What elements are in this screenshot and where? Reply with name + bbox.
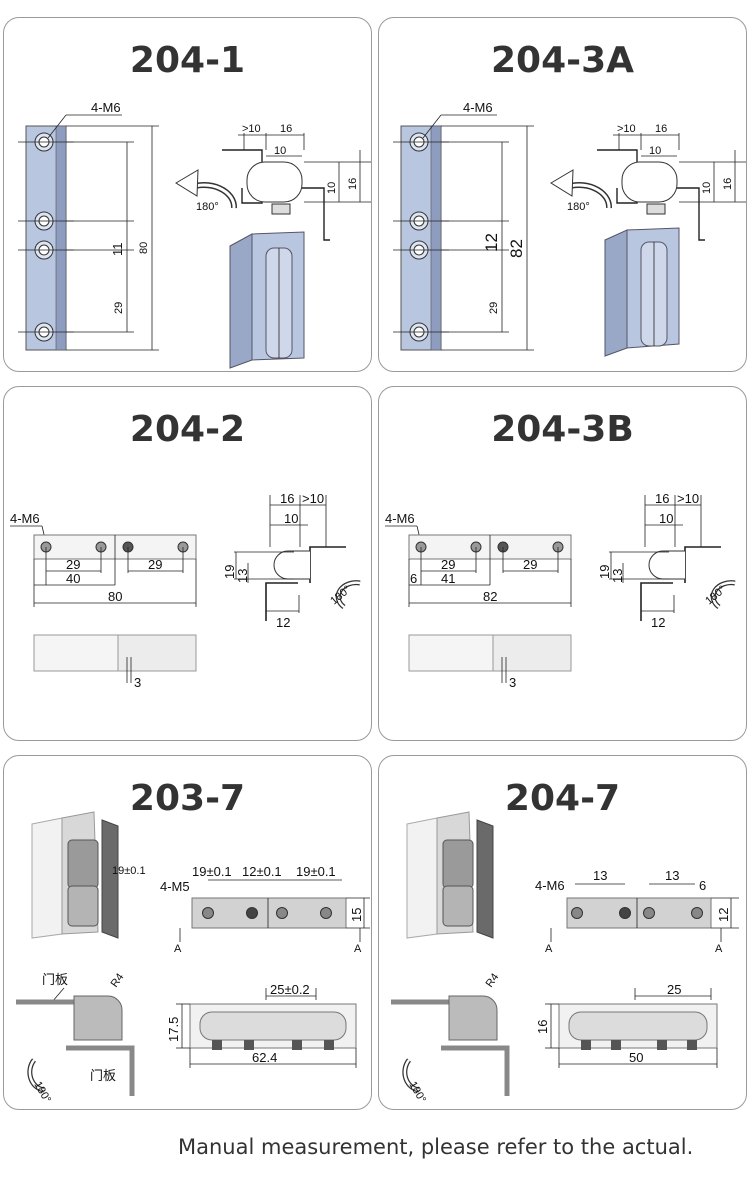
diagram-203-7: 19±0.1 19±0.1 12±0.1 19±0.1 4-M5 15 A A …: [16, 811, 370, 1106]
label-s2: 10: [284, 511, 298, 526]
label-hole: 4-M6: [385, 511, 415, 526]
label-hole: 4-M6: [463, 100, 493, 115]
label-gt10: >10: [677, 491, 699, 506]
label-door2: 门板: [90, 1068, 116, 1083]
label-s4: 13: [235, 569, 250, 583]
label-sec-b: A: [715, 943, 723, 955]
label-c: 10: [274, 145, 286, 157]
diagram-204-1: 4-M6 11 29 80 >10 16 10 10 16 180°: [18, 100, 371, 369]
label-t1: 13: [593, 868, 607, 883]
label-d: 16: [347, 178, 359, 190]
label-e: 10: [701, 182, 713, 194]
label-g: 82: [507, 239, 526, 258]
diagram-204-2: 4-M6 29 29 40 80 3 16 >10 10 19 13: [10, 491, 361, 690]
label-h: 12: [716, 908, 731, 922]
card-203-7: 203-7 19±0.1 19±0.1 12±0.1 19±0.1 4-M5 1…: [3, 755, 372, 1110]
label-p1: 29: [66, 557, 80, 572]
label-s6: 3: [134, 675, 141, 690]
card-title: 204-7: [504, 778, 621, 819]
card-title: 203-7: [129, 778, 246, 819]
label-p1: 29: [441, 557, 455, 572]
label-off: 6: [410, 571, 417, 586]
label-w: 25±0.2: [270, 982, 310, 997]
label-len: 62.4: [252, 1050, 277, 1065]
label-hole: 4-M6: [10, 511, 40, 526]
label-h: 29: [113, 302, 125, 314]
label-w: 25: [667, 982, 681, 997]
label-s1: 16: [655, 491, 669, 506]
label-angle: 180°: [196, 201, 219, 213]
label-th: 16: [535, 1020, 550, 1034]
card-204-3B: 204-3B 4-M6 29 29 6 41 82 3 16 >10 10 19: [378, 386, 747, 741]
label-p3: 40: [66, 571, 80, 586]
diagram-204-7: 13 13 6 4-M6 12 A A R4 180° 25 16 50: [391, 811, 739, 1106]
label-angle: 180°: [31, 1080, 53, 1106]
label-gt10: >10: [302, 491, 324, 506]
label-hole: 4-M5: [160, 879, 190, 894]
label-a: >10: [242, 123, 261, 135]
card-204-7: 204-7 13 13 6 4-M6 12 A A R4 180° 25: [378, 755, 747, 1110]
label-h: 15: [349, 908, 364, 922]
diagram-204-3A: 4-M6 12 29 82 >10 16 10 10 16 180°: [393, 100, 746, 357]
label-hole: 4-M6: [91, 100, 121, 115]
label-t1: 19±0.1: [112, 865, 146, 877]
label-t3: 19±0.1: [296, 864, 336, 879]
card-title: 204-1: [129, 40, 246, 81]
label-sec-a: A: [174, 943, 182, 955]
card-204-3A: 204-3A 4-M6 12 29 82 >10 16 10 10 16: [378, 17, 747, 372]
card-title: 204-2: [129, 409, 246, 450]
card-title: 204-3B: [491, 409, 634, 450]
label-s3: 19: [222, 565, 237, 579]
label-t2: 12±0.1: [242, 864, 282, 879]
label-p2: 29: [148, 557, 162, 572]
label-f: 12: [482, 233, 501, 252]
card-title: 204-3A: [491, 40, 634, 81]
label-h: 29: [488, 302, 500, 314]
label-th: 17.5: [166, 1017, 181, 1042]
diagram-204-3B: 4-M6 29 29 6 41 82 3 16 >10 10 19 13: [385, 491, 736, 690]
label-t1b: 19±0.1: [192, 864, 232, 879]
label-s6: 3: [509, 675, 516, 690]
label-s5: 12: [276, 615, 290, 630]
label-angle: 180°: [406, 1080, 428, 1106]
label-p4: 80: [108, 589, 122, 604]
card-204-2: 204-2 4-M6 29 29 40 80 3 16 >10 10 19: [3, 386, 372, 741]
label-r: R4: [109, 971, 127, 989]
label-t2: 13: [665, 868, 679, 883]
label-sec-a: A: [545, 943, 553, 955]
label-s5: 12: [651, 615, 665, 630]
label-b: 16: [280, 123, 292, 135]
label-p3: 41: [441, 571, 455, 586]
label-angle: 180°: [567, 201, 590, 213]
label-len: 50: [629, 1050, 643, 1065]
label-s1: 16: [280, 491, 294, 506]
label-r: R4: [484, 971, 502, 989]
label-s2: 10: [659, 511, 673, 526]
label-sec-b: A: [354, 943, 362, 955]
label-t3: 6: [699, 878, 706, 893]
label-door1: 门板: [42, 972, 68, 987]
card-204-1: 204-1 4-M6 11 29 80 >10 16 10 10: [3, 17, 372, 372]
label-e: 10: [326, 182, 338, 194]
label-f: 11: [110, 243, 125, 257]
label-c: 10: [649, 145, 661, 157]
label-s4: 13: [610, 569, 625, 583]
footer-note: Manual measurement, please refer to the …: [178, 1135, 694, 1159]
label-p4: 82: [483, 589, 497, 604]
label-g: 80: [138, 242, 150, 254]
label-a: >10: [617, 123, 636, 135]
label-b: 16: [655, 123, 667, 135]
label-s3: 19: [597, 565, 612, 579]
label-hole: 4-M6: [535, 878, 565, 893]
label-d: 16: [722, 178, 734, 190]
label-p2: 29: [523, 557, 537, 572]
